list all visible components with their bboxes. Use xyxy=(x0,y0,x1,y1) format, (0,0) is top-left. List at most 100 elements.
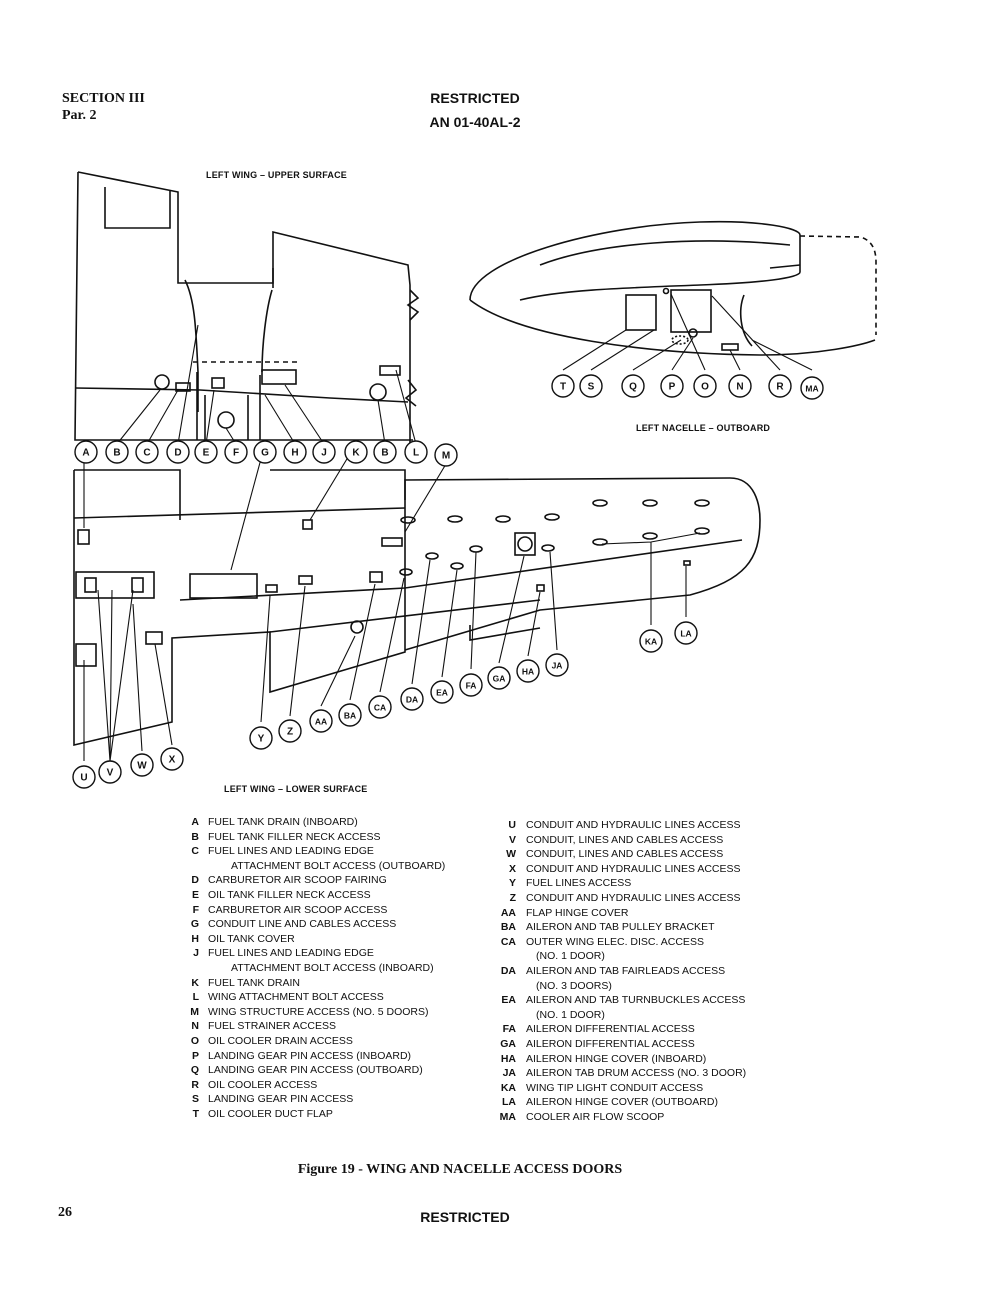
legend-text: WING TIP LIGHT CONDUIT ACCESS xyxy=(526,1081,704,1094)
legend-key: U xyxy=(508,819,516,831)
oval-access-doors xyxy=(399,499,710,576)
legend-item: U CONDUIT AND HYDRAULIC LINES ACCESS xyxy=(480,818,800,833)
callout-label: S xyxy=(588,382,595,393)
legend-text: LANDING GEAR PIN ACCESS (OUTBOARD) xyxy=(208,1064,423,1077)
callout-label: Q xyxy=(629,382,637,393)
legend-text: AILERON AND TAB TURNBUCKLES ACCESS xyxy=(526,994,746,1007)
callout-aa: AA xyxy=(309,709,333,733)
callout-circle xyxy=(253,440,277,464)
legend-key: AA xyxy=(500,906,516,919)
callout-label: KA xyxy=(645,637,657,647)
callout-ea: EA xyxy=(430,680,454,704)
callout-circle xyxy=(249,726,273,750)
callout-label: X xyxy=(169,755,176,766)
legend-key: P xyxy=(191,1049,199,1062)
legend-text: AILERON AND TAB PULLEY BRACKET xyxy=(526,921,715,934)
legend-text: CONDUIT, LINES AND CABLES ACCESS xyxy=(526,848,724,861)
callout-label: E xyxy=(203,448,210,459)
legend-key: H xyxy=(191,932,199,945)
callout-z: Z xyxy=(278,719,302,743)
legend-key: A xyxy=(191,816,199,828)
legend-text-continued: (NO. 1 DOOR) xyxy=(536,1008,605,1021)
callout-circle xyxy=(72,765,96,789)
callout-v: V xyxy=(98,760,122,784)
legend-text: AILERON AND TAB FAIRLEADS ACCESS xyxy=(526,964,726,977)
label-lower-surface: LEFT WING – LOWER SURFACE xyxy=(224,784,368,794)
callout-circle xyxy=(400,687,424,711)
legend-key: GA xyxy=(500,1037,516,1050)
callout-o: O xyxy=(693,374,717,398)
legend-text: AILERON DIFFERENTIAL ACCESS xyxy=(526,1037,695,1050)
callout-e: E xyxy=(194,440,218,464)
lower-wing-outline xyxy=(73,469,761,747)
callout-g: G xyxy=(253,440,277,464)
callout-circle xyxy=(660,374,684,398)
legend-item: E OIL TANK FILLER NECK ACCESS xyxy=(175,888,505,903)
callout-label: L xyxy=(413,448,419,459)
legend-text: OIL TANK FILLER NECK ACCESS xyxy=(208,888,371,901)
legend-key: W xyxy=(506,848,516,861)
legend-text: CONDUIT AND HYDRAULIC LINES ACCESS xyxy=(526,819,741,831)
legend-text-continued: ATTACHMENT BOLT ACCESS (INBOARD) xyxy=(231,961,434,974)
callout-y: Y xyxy=(249,726,273,750)
callout-circle xyxy=(130,753,154,777)
callout-label: Y xyxy=(258,734,265,745)
callout-ja: JA xyxy=(545,653,569,677)
callout-circle xyxy=(160,747,184,771)
legend-key: V xyxy=(508,833,516,846)
callout-circle xyxy=(135,440,159,464)
callout-circle xyxy=(545,653,569,677)
callout-x: X xyxy=(160,747,184,771)
footer-classification: RESTRICTED xyxy=(420,1209,510,1225)
legend-key: E xyxy=(191,888,199,901)
legend-key: K xyxy=(191,976,199,989)
legend-key: J xyxy=(193,947,199,960)
legend-text: AILERON HINGE COVER (OUTBOARD) xyxy=(526,1096,718,1109)
callout-label: AA xyxy=(315,717,327,727)
legend-text: FUEL STRAINER ACCESS xyxy=(208,1020,336,1033)
callout-h: H xyxy=(283,440,307,464)
callout-circle xyxy=(579,374,603,398)
legend-text: COOLER AIR FLOW SCOOP xyxy=(526,1110,665,1123)
callout-label: T xyxy=(560,382,566,393)
callout-k: K xyxy=(344,440,368,464)
leader-lines xyxy=(83,293,813,762)
legend-key: Z xyxy=(509,891,516,904)
legend-text: CARBURETOR AIR SCOOP ACCESS xyxy=(208,903,388,916)
callout-circle xyxy=(621,374,645,398)
callout-label: MA xyxy=(805,384,818,394)
legend-text-continued: (NO. 3 DOORS) xyxy=(536,979,612,992)
callout-circle xyxy=(278,719,302,743)
callout-circle xyxy=(516,659,540,683)
callout-label: Z xyxy=(287,727,293,738)
callout-circle xyxy=(105,440,129,464)
callout-circle xyxy=(768,374,792,398)
callout-circle xyxy=(430,680,454,704)
header-doc-number: AN 01-40AL-2 xyxy=(429,114,521,130)
callout-f: F xyxy=(224,440,248,464)
callout-w: W xyxy=(130,753,154,777)
callout-ha: HA xyxy=(516,659,540,683)
callout-da: DA xyxy=(400,687,424,711)
callout-label: R xyxy=(776,382,784,393)
legend-item: W CONDUIT, LINES AND CABLES ACCESS xyxy=(480,847,800,862)
legend-text: FUEL LINES ACCESS xyxy=(526,877,632,890)
callout-s: S xyxy=(579,374,603,398)
callout-label: K xyxy=(352,448,360,459)
legend-text: FUEL LINES AND LEADING EDGE xyxy=(208,947,374,960)
